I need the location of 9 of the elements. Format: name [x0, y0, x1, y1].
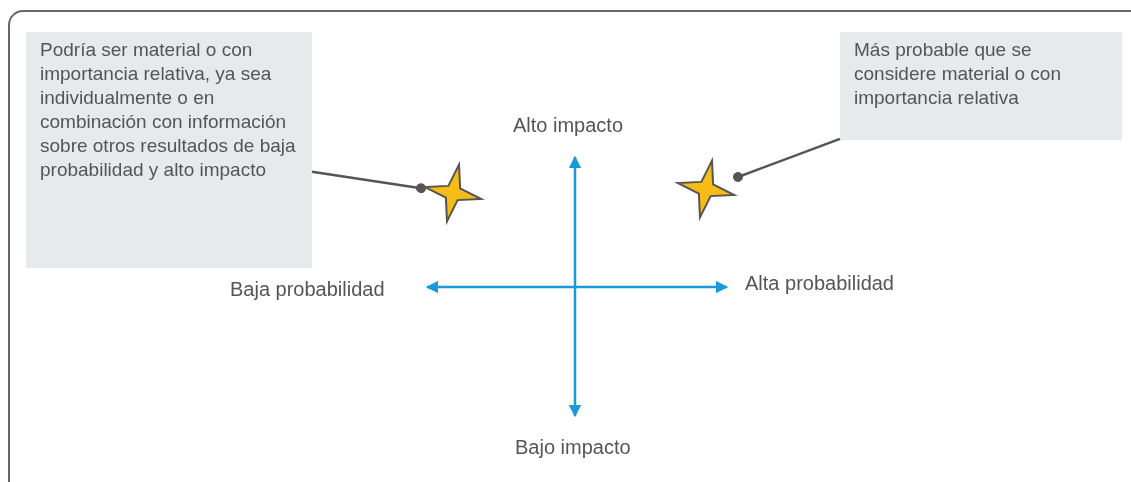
axis-label: Bajo impacto [515, 436, 631, 459]
callout-box: Más probable que se considere material o con importancia relativa [840, 32, 1122, 140]
leader-line [311, 170, 426, 194]
axis-label: Alto impacto [513, 114, 624, 137]
star-icon [674, 157, 738, 221]
axis-label: Baja probabilidad [230, 278, 385, 301]
axis-label: Alta probabilidad [745, 272, 894, 295]
callout-box: Podría ser material o con importancia relativa, ya sea individualmente o en combinación con información sobre otros resultados de baja probabilidad y alto impacto [26, 32, 312, 268]
leader-line [733, 137, 841, 182]
